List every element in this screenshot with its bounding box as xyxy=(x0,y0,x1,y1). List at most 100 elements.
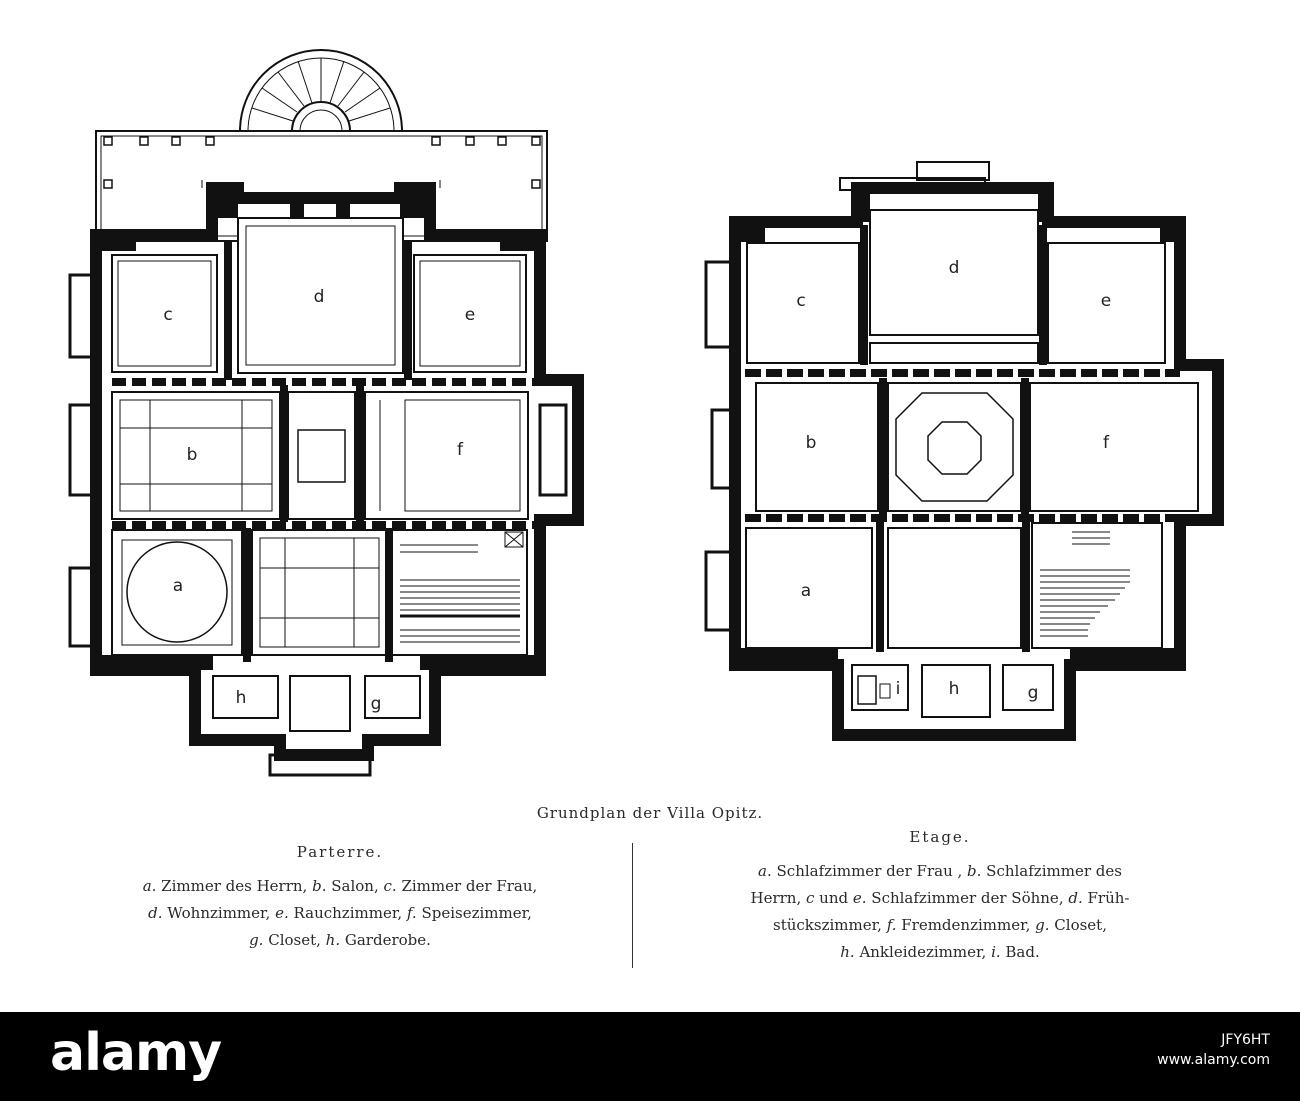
etage-legend-line: Herrn, c und e. Schlafzimmer der Söhne, … xyxy=(640,885,1240,912)
parterre-room-g xyxy=(364,675,421,719)
etage-hall xyxy=(887,382,1022,512)
legend-text: Schlafzimmer des xyxy=(981,862,1122,880)
legend-text: Ankleidezimmer, xyxy=(854,943,992,961)
etage-label-i: i xyxy=(896,679,901,699)
etage-legend-line: a. Schlafzimmer der Frau , b. Schlafzimm… xyxy=(640,858,1240,885)
parterre-pillars xyxy=(96,188,540,670)
legend-key: b. xyxy=(967,862,982,880)
legend-key: h. xyxy=(840,943,855,961)
parterre-room-a xyxy=(111,529,243,656)
legend-key: b. xyxy=(312,877,327,895)
watermark-code: JFY6HT www.alamy.com xyxy=(1157,1030,1270,1070)
legend-key: e. xyxy=(275,904,289,922)
etage-label-g: g xyxy=(1028,683,1039,703)
legend-key: c xyxy=(806,889,815,907)
legend-key: g. xyxy=(249,931,264,949)
legend-text: Wohnzimmer, xyxy=(162,904,276,922)
parterre-room-letters: c d e b f a h g xyxy=(163,287,475,714)
parterre-main-stair-treads xyxy=(400,531,524,643)
parterre-label-b: b xyxy=(187,445,198,465)
floor-plans: c d e b f a h g xyxy=(68,49,1224,777)
parterre-room-b xyxy=(111,391,281,520)
parterre-entry xyxy=(289,675,351,732)
legend-key: d. xyxy=(1068,889,1083,907)
etage-room-a xyxy=(745,527,873,649)
legend-text: Bad. xyxy=(1000,943,1040,961)
etage-room-b xyxy=(755,382,879,512)
parterre-room-h xyxy=(212,675,279,719)
legend-divider xyxy=(632,843,633,968)
legend-text: und xyxy=(814,889,853,907)
legend-key: a. xyxy=(142,877,157,895)
parterre-label-h: h xyxy=(236,688,247,708)
parterre-room-e xyxy=(413,254,527,373)
parterre-label-c: c xyxy=(163,305,172,325)
parterre-legend-line: g. Closet, h. Garderobe. xyxy=(40,927,640,954)
etage-bays xyxy=(704,260,737,632)
etage-label-c: c xyxy=(796,291,805,311)
legend-key: e. xyxy=(852,889,867,907)
parterre-stair-treads xyxy=(248,58,394,132)
legend-text: Fremdenzimmer, xyxy=(896,916,1036,934)
parterre-hall xyxy=(287,391,356,520)
parterre-legend-line: a. Zimmer des Herrn, b. Salon, c. Zimmer… xyxy=(40,873,640,900)
parterre-room-d xyxy=(237,217,404,374)
legend-key: g. xyxy=(1035,916,1050,934)
parterre-terrace xyxy=(95,49,548,242)
legend-text: Salon, xyxy=(326,877,384,895)
etage-stair xyxy=(1031,522,1163,649)
parterre-legend-line: d. Wohnzimmer, e. Rauchzimmer, f. Speise… xyxy=(40,900,640,927)
etage-label-f: f xyxy=(1103,433,1110,453)
parterre-vestibule xyxy=(251,529,388,656)
legend-key: c. xyxy=(383,877,397,895)
alamy-logo: alamy xyxy=(50,1023,222,1083)
etage-room-d-strip xyxy=(869,342,1039,364)
etage-stair-treads xyxy=(1040,531,1130,637)
etage-legend: a. Schlafzimmer der Frau , b. Schlafzimm… xyxy=(640,858,1240,966)
legend-key: f. xyxy=(886,916,897,934)
etage-label-b: b xyxy=(806,433,817,453)
legend-key: d. xyxy=(148,904,163,922)
parterre-room-f xyxy=(364,391,529,520)
parterre-bays xyxy=(68,273,568,777)
parterre-label-a: a xyxy=(173,576,183,596)
etage-room-c xyxy=(746,242,860,364)
legend-key: a. xyxy=(758,862,772,880)
etage-octagon xyxy=(895,392,1014,502)
image-code: JFY6HT xyxy=(1221,1032,1270,1048)
etage-heading: Etage. xyxy=(909,828,971,846)
parterre-label-f: f xyxy=(457,440,464,460)
etage-legend-line: stückszimmer, f. Fremdenzimmer, g. Close… xyxy=(640,912,1240,939)
parterre-label-g: g xyxy=(371,694,382,714)
legend-text: Schlafzimmer der Frau , xyxy=(771,862,968,880)
legend-text: Zimmer des Herrn, xyxy=(156,877,313,895)
parterre-room-c xyxy=(111,254,218,373)
parterre-salon-coffering xyxy=(119,399,273,512)
etage-pillars xyxy=(735,188,1180,665)
etage-room-f xyxy=(1029,382,1199,512)
figure-title: Grundplan der Villa Opitz. xyxy=(536,804,764,822)
legend-text: Zimmer der Frau, xyxy=(396,877,538,895)
parterre-cross-walls xyxy=(112,240,540,662)
legend-text: Garderobe. xyxy=(340,931,431,949)
etage-plan: c d e b f a i h g xyxy=(704,161,1224,741)
watermark-url: www.alamy.com xyxy=(1157,1052,1270,1068)
etage-room-e xyxy=(1047,242,1166,364)
legend-text: stückszimmer, xyxy=(773,916,887,934)
legend-text: Closet, xyxy=(1049,916,1107,934)
parterre-plan: c d e b f a h g xyxy=(68,49,584,777)
etage-cross-walls xyxy=(745,225,1180,652)
etage-label-h: h xyxy=(949,679,960,699)
legend-text: Speisezimmer, xyxy=(416,904,532,922)
legend-key: i. xyxy=(991,943,1001,961)
parterre-label-d: d xyxy=(314,287,325,307)
legend-key: f. xyxy=(406,904,417,922)
legend-key: h. xyxy=(325,931,341,949)
etage-room-d xyxy=(869,209,1039,336)
etage-room-h xyxy=(921,664,991,718)
etage-legend-line: h. Ankleidezimmer, i. Bad. xyxy=(640,939,1240,966)
etage-label-e: e xyxy=(1101,291,1111,311)
legend-text: Herrn, xyxy=(750,889,806,907)
etage-room-letters: c d e b f a i h g xyxy=(796,258,1111,703)
etage-label-a: a xyxy=(801,581,811,601)
